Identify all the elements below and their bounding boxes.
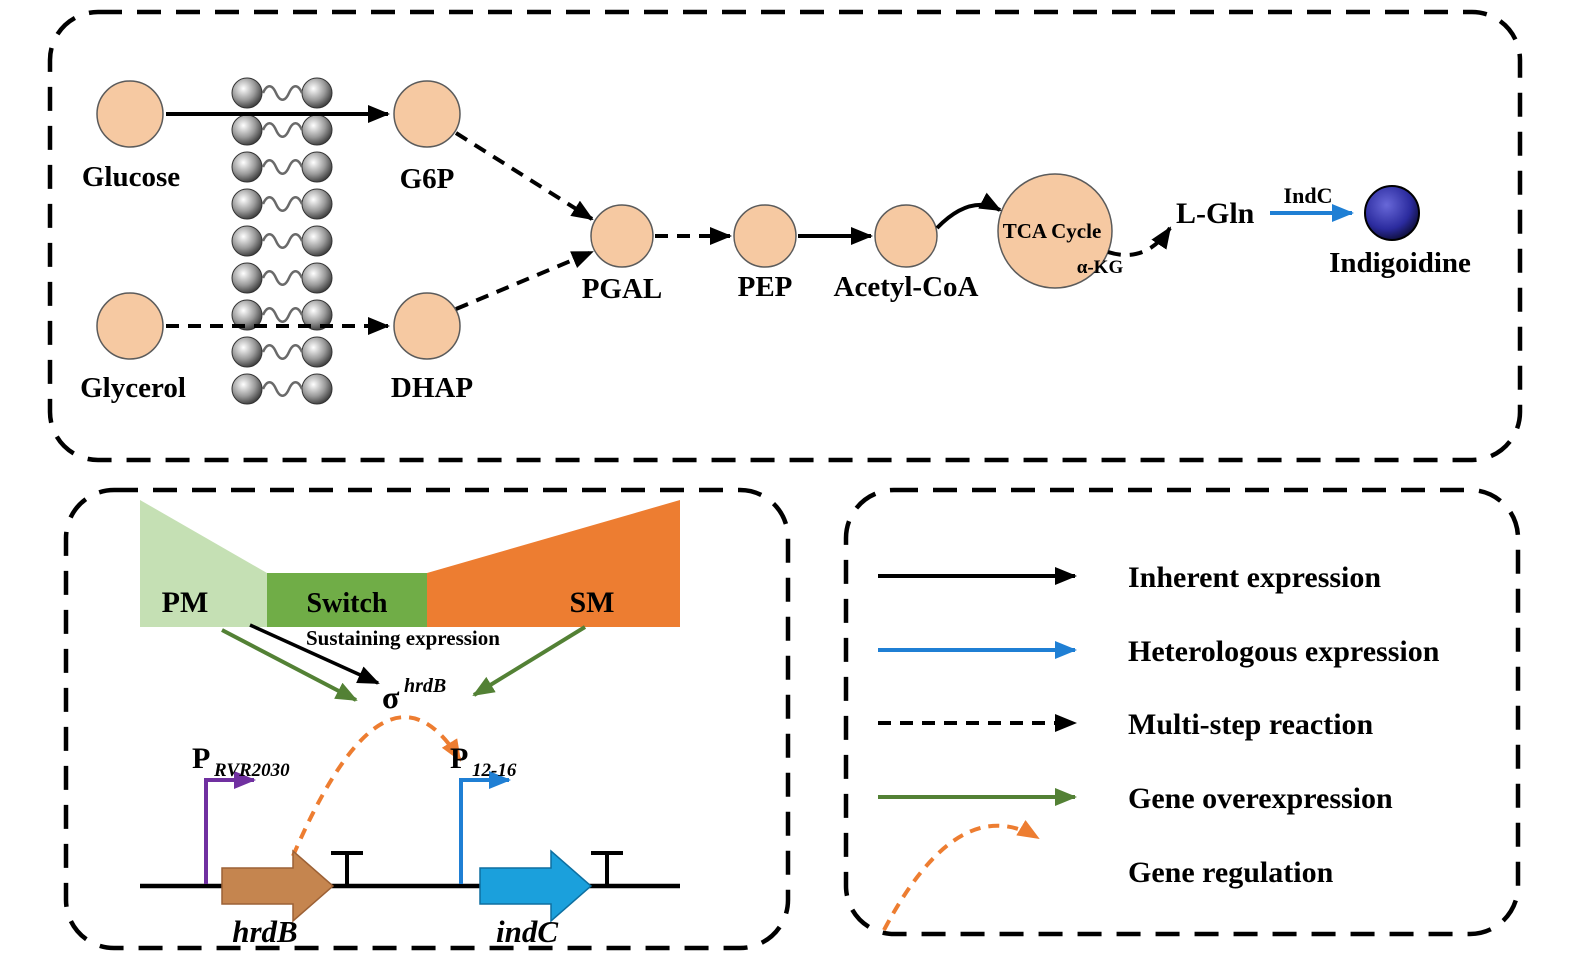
tca-cycle-label: TCA Cycle	[1003, 219, 1102, 243]
legend-multistep-label: Multi-step reaction	[1128, 708, 1374, 741]
pm-shape	[140, 500, 267, 627]
hrdb-gene-label: hrdB	[232, 914, 297, 949]
legend-inherent-label: Inherent expression	[1128, 561, 1381, 594]
dhap-node	[393, 292, 461, 360]
pm-overexpression-arrow	[221, 628, 358, 702]
sigma-factor-label: σ	[382, 679, 400, 715]
g6p-to-pgal-arrow	[454, 131, 594, 221]
glucose-node	[96, 80, 164, 148]
alpha-kg-label: α-KG	[1077, 257, 1124, 278]
indc-gene-label: indC	[496, 914, 558, 949]
pgal-label: PGAL	[582, 273, 663, 305]
terminator-hrdb	[331, 851, 363, 886]
membrane-lipid-row	[230, 150, 334, 184]
pep-node	[733, 204, 797, 268]
cell-membrane	[230, 76, 334, 406]
hrdb-gene-arrow	[221, 849, 335, 923]
promoter-rvr2030-arrow	[204, 771, 256, 884]
acetyl-coa-node	[874, 204, 938, 268]
sm-label: SM	[570, 586, 615, 619]
promoter-rvr2030-label: P	[192, 742, 210, 775]
indigoidine-sphere	[1364, 185, 1420, 241]
tca-to-lgln-arrow	[1107, 226, 1172, 257]
legend-heterologous-label: Heterologous expression	[1128, 635, 1440, 668]
sm-overexpression-arrow	[472, 625, 587, 697]
promoter-12-16-subscript: 12-16	[472, 760, 517, 781]
indc-enzyme-label: IndC	[1284, 183, 1333, 208]
membrane-lipid-row	[230, 187, 334, 221]
acetyl-coa-label: Acetyl-CoA	[834, 271, 979, 303]
membrane-lipid-row	[230, 76, 334, 110]
switch-shape	[267, 573, 427, 627]
g6p-label: G6P	[400, 163, 455, 195]
glycerol-label: Glycerol	[80, 372, 186, 404]
membrane-lipid-row	[230, 335, 334, 369]
terminator-indc	[591, 851, 623, 886]
genetic-circuit-panel-border	[63, 487, 791, 951]
promoter-12-16-arrow	[459, 771, 511, 884]
indc-gene-arrow	[479, 849, 593, 923]
promoter-12-16-label: P	[450, 742, 468, 775]
legend: Inherent expression Heterologous express…	[878, 561, 1440, 931]
dhap-to-pgal-arrow	[455, 250, 594, 311]
indigoidine-label: Indigoidine	[1329, 247, 1471, 279]
acetylcoa-to-tca-arrow	[935, 192, 1002, 230]
sm-shape	[427, 500, 680, 627]
metabolic-pathway-panel-border	[47, 9, 1523, 463]
glucose-label: Glucose	[82, 161, 180, 193]
sustaining-expression-arrow	[249, 623, 380, 685]
membrane-lipid-row	[230, 113, 334, 147]
g6p-node	[393, 80, 461, 148]
legend-regulation-curve	[882, 820, 1040, 931]
membrane-lipid-row	[230, 224, 334, 258]
pgal-node	[590, 204, 654, 268]
switch-label: Switch	[307, 588, 388, 619]
sigma-factor-superscript: hrdB	[404, 675, 446, 697]
pm-label: PM	[162, 586, 209, 619]
legend-regulation-label: Gene regulation	[1128, 856, 1334, 889]
gene-regulation-curve	[291, 715, 462, 857]
membrane-lipid-row	[230, 261, 334, 295]
l-gln-label: L-Gln	[1176, 197, 1255, 230]
tca-cycle-node	[997, 173, 1113, 289]
pep-label: PEP	[738, 271, 793, 303]
membrane-lipid-row	[230, 372, 334, 406]
legend-overexpression-label: Gene overexpression	[1128, 782, 1393, 815]
legend-panel-border	[843, 487, 1521, 937]
glycerol-node	[96, 292, 164, 360]
dhap-label: DHAP	[391, 372, 473, 404]
sustaining-expression-label: Sustaining expression	[306, 626, 500, 650]
promoter-rvr2030-subscript: RVR2030	[213, 760, 290, 781]
